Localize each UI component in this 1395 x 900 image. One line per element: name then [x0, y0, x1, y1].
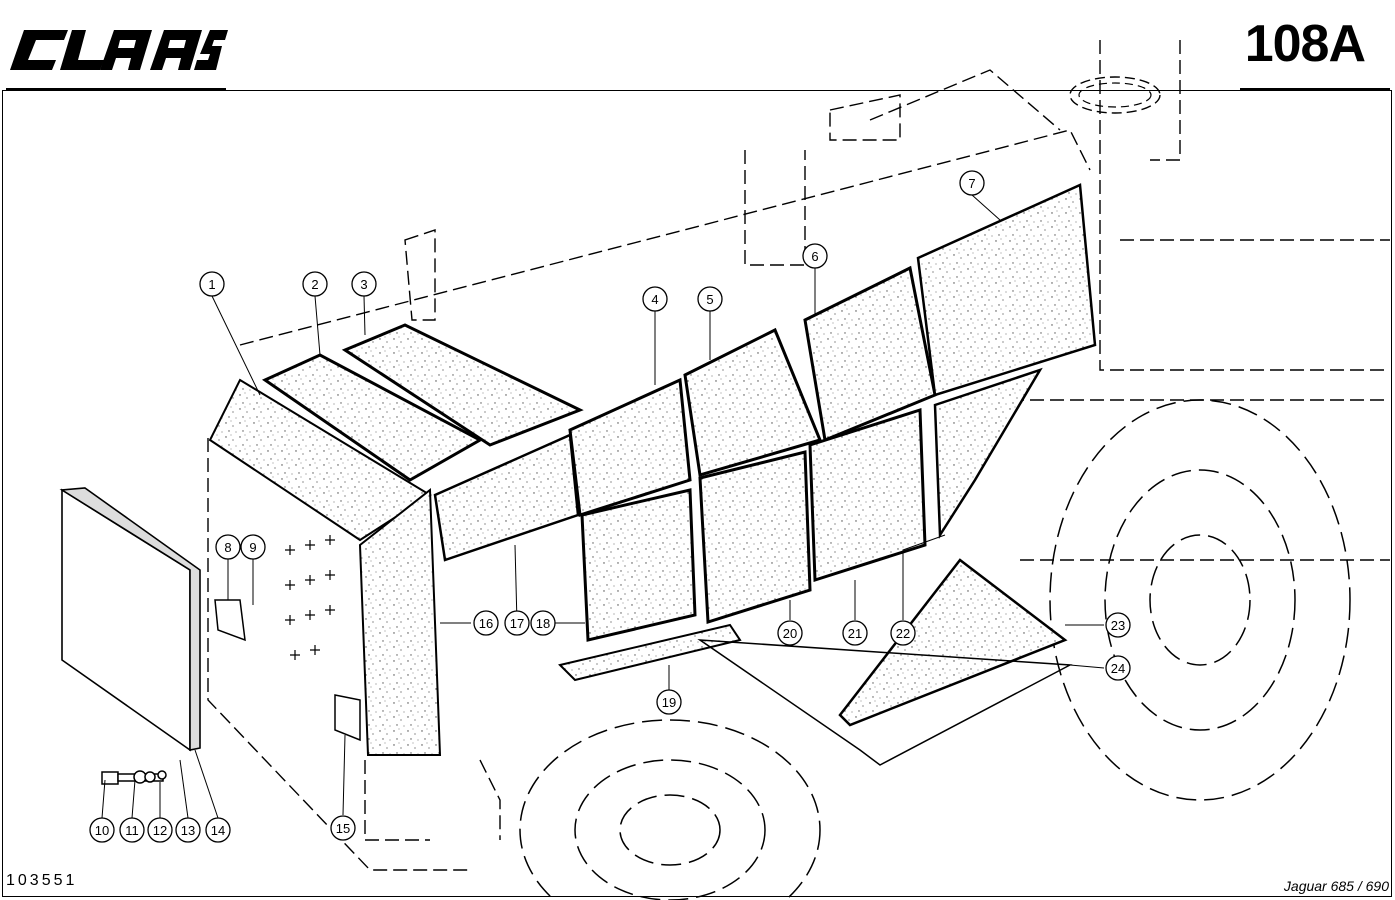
page-number-underline — [1240, 88, 1390, 90]
callouts — [89, 170, 1131, 843]
bolt-assembly — [101, 770, 167, 785]
callout-label: 21 — [848, 626, 862, 641]
drawing-number: 103551 — [6, 872, 78, 889]
callout-label: 7 — [968, 176, 975, 191]
callout-label: 1 — [208, 277, 215, 292]
callout-label: 19 — [662, 695, 676, 710]
model-label: Jaguar 685 / 690 — [1283, 878, 1389, 894]
callout-label: 2 — [311, 277, 318, 292]
claas-logo — [10, 30, 228, 70]
callout-label: 9 — [249, 540, 256, 555]
logo-underline — [6, 88, 226, 90]
callout-label: 10 — [95, 823, 109, 838]
bracket — [334, 694, 361, 742]
callout-label: 4 — [651, 292, 658, 307]
page-number: 108A — [1244, 15, 1366, 73]
callout-label: 23 — [1111, 618, 1125, 633]
callout-label: 8 — [224, 540, 231, 555]
callout-label: 20 — [783, 626, 797, 641]
leader-lines — [101, 194, 1105, 819]
bracket — [214, 599, 246, 642]
callout-label: 17 — [510, 616, 524, 631]
callout-label: 3 — [360, 277, 367, 292]
wheels-outline — [519, 399, 1351, 900]
plus-markings — [285, 535, 335, 660]
callout-label: 16 — [479, 616, 493, 631]
panel-group — [208, 183, 1097, 756]
callout-label: 12 — [153, 823, 167, 838]
callout-label: 5 — [706, 292, 713, 307]
callout-label: 13 — [181, 823, 195, 838]
callout-label: 14 — [211, 823, 225, 838]
callout-label: 22 — [896, 626, 910, 641]
callout-label: 15 — [336, 821, 350, 836]
callout-label: 6 — [811, 249, 818, 264]
callout-label: 11 — [125, 823, 139, 838]
callout-label: 18 — [536, 616, 550, 631]
callout-label: 24 — [1111, 661, 1125, 676]
